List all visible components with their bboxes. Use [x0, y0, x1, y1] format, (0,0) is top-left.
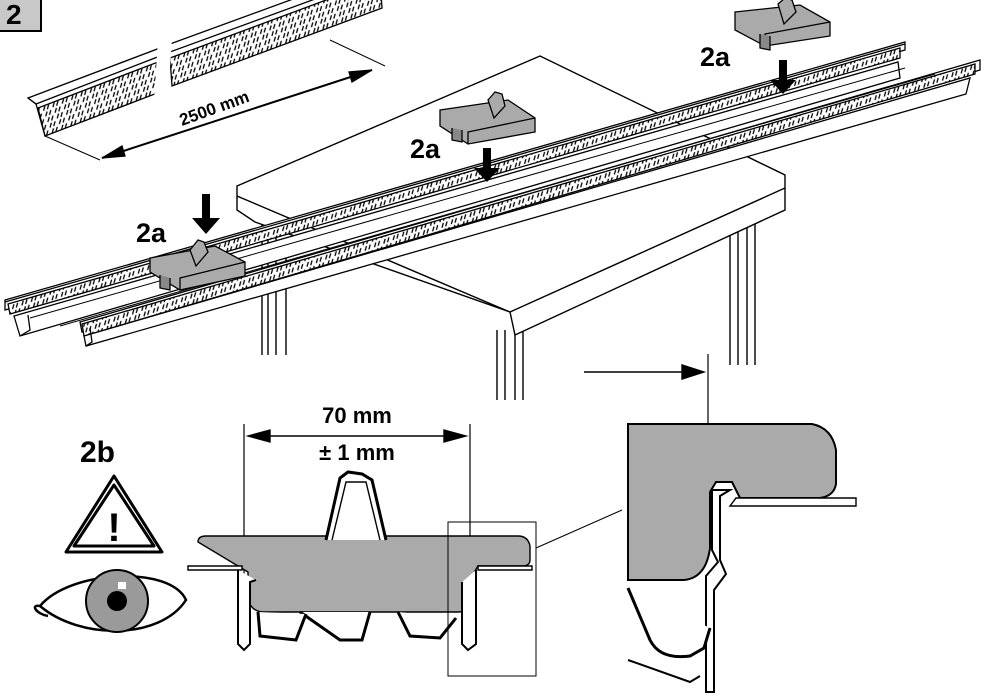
rail-length-detail [26, 0, 386, 161]
clip-label-right: 2a [700, 42, 731, 72]
cross-section [187, 424, 623, 677]
table-top [236, 55, 786, 337]
warning-triangle-icon [64, 474, 164, 554]
eye-icon [33, 569, 188, 633]
clip-label-left: 2a [136, 218, 167, 248]
warning-label: 2b [80, 436, 115, 469]
clip-label-middle: 2a [410, 134, 441, 164]
gap-dimension: 70 mm [322, 403, 392, 428]
clip-middle [439, 91, 536, 145]
clip-left [149, 239, 246, 291]
step-number: 2 [6, 0, 22, 30]
gap-tolerance: ± 1 mm [319, 440, 395, 465]
arrow-down-icon [474, 148, 500, 182]
worktop-detail [627, 423, 837, 581]
arrow-down-icon [770, 60, 796, 94]
warning-exclamation: ! [107, 506, 120, 550]
arrow-down-icon [192, 194, 220, 234]
rail-length-label: 2500 mm [177, 87, 252, 130]
zoom-detail [584, 354, 857, 693]
step-number-badge: 2 [0, 0, 42, 32]
insert-arrows [192, 60, 796, 234]
clip-right [734, 0, 831, 51]
